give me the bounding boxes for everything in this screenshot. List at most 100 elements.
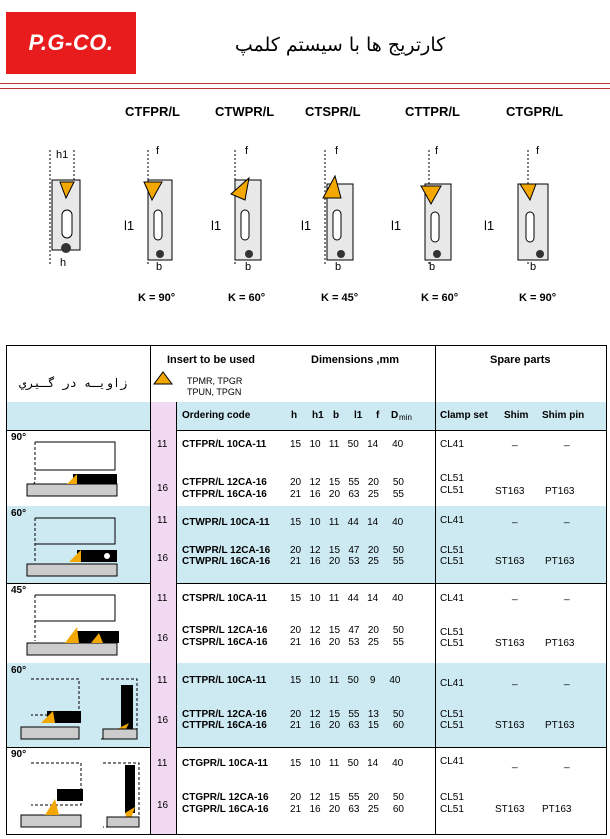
shim: _ [512, 675, 518, 686]
shim: ST163 [495, 720, 525, 731]
col-divider-1 [150, 346, 151, 834]
svg-text:l1: l1 [484, 218, 494, 233]
clamp-set: CL51 [440, 709, 464, 720]
ordering-code: CTGPR/L 10CA-11 [182, 758, 268, 769]
col-ordering-code: Ordering code [182, 410, 251, 421]
clamp-set: CL51 [440, 556, 464, 567]
dims: 20 12 15 55 20 50 [290, 477, 404, 488]
ordering-code: CTSPR/L 12CA-16 [182, 625, 268, 636]
clamp-set: CL51 [440, 804, 464, 815]
col-clamp-set: Clamp set [440, 410, 488, 421]
dims: 15 10 11 44 14 40 [290, 593, 404, 604]
shim: _ [512, 513, 518, 524]
holder-code-ctwpr: CTWPR/L [215, 104, 275, 119]
holder-angle-ctfpr: K = 90° [138, 292, 176, 304]
insert-header: Insert to be used [167, 354, 256, 366]
svg-text:f: f [245, 145, 249, 157]
dims: 21 16 20 63 15 60 [290, 720, 404, 731]
shim: ST163 [495, 638, 525, 649]
col-h1: h1 [312, 410, 324, 421]
size-16: 16 [157, 553, 169, 564]
ordering-code: CTWPR/L 10CA-11 [182, 517, 270, 528]
clamp-set: CL51 [440, 545, 464, 556]
holder-angle-ctgpr: K = 90° [519, 292, 557, 304]
size-11: 11 [157, 758, 168, 769]
col-l1: l1 [354, 410, 363, 421]
dims: 20 12 15 55 13 50 [290, 709, 404, 720]
clamp-set: CL51 [440, 792, 464, 803]
dims: 15 10 11 44 14 40 [290, 517, 404, 528]
clamp-set: CL51 [440, 627, 464, 638]
shim-pin: _ [564, 590, 570, 601]
holder-code-ctspr: CTSPR/L [305, 104, 361, 119]
size-16: 16 [157, 633, 169, 644]
angle-label: 90° [11, 749, 27, 760]
ordering-code: CTTPR/L 10CA-11 [182, 675, 267, 686]
machining-diagram-icon [20, 762, 140, 828]
svg-text:b: b [429, 261, 435, 270]
clamp-set: CL51 [440, 638, 464, 649]
col-shim: Shim [504, 410, 529, 421]
dims: 21 16 20 53 25 55 [290, 637, 404, 648]
angle-label: 45° [11, 585, 27, 596]
ordering-code: CTWPR/L 12CA-16 [182, 545, 271, 556]
size-16: 16 [157, 800, 169, 811]
holder-drawing-ctgpr: f l1 b [484, 145, 549, 270]
shim-pin: PT163 [545, 638, 575, 649]
size-11: 11 [157, 515, 168, 526]
shim: ST163 [495, 486, 525, 497]
clamp-set: CL41 [440, 678, 464, 689]
insert-types-2: TPUN, TPGN [187, 387, 242, 397]
svg-text:h: h [60, 257, 66, 269]
insert-triangle-icon [153, 371, 173, 385]
holder-angle-cttpr: K = 60° [421, 292, 459, 304]
col-d: D [391, 410, 399, 421]
shim-pin: PT163 [542, 804, 572, 815]
holder-angle-ctspr: K = 45° [321, 292, 359, 304]
dims: 15 10 11 50 9 40 [290, 675, 401, 686]
dims: 15 10 11 50 14 40 [290, 758, 404, 769]
col-divider-3 [435, 346, 436, 834]
holder-drawing-ctwpr: f l1 b [211, 145, 262, 270]
svg-text:f: f [435, 145, 439, 157]
clamp-set: CL51 [440, 473, 464, 484]
shim-pin: _ [564, 758, 570, 769]
angle-label: 60° [11, 665, 27, 676]
svg-text:f: f [536, 145, 540, 157]
holder-drawing-ctspr: f l1 b [301, 145, 354, 270]
machining-diagram-icon [26, 441, 118, 497]
shim: ST163 [495, 804, 525, 815]
shim-pin: _ [564, 436, 570, 447]
machining-diagram-icon [26, 517, 118, 577]
shim-pin: _ [564, 675, 570, 686]
ordering-code: CTTPR/L 12CA-16 [182, 709, 267, 720]
size-11: 11 [157, 675, 168, 686]
clamp-set: CL41 [440, 756, 464, 767]
machining-diagram-icon [20, 678, 138, 740]
holder-angle-ctwpr: K = 60° [228, 292, 266, 304]
page-title: کارتریج ها با سیستم کلمپ [234, 34, 446, 56]
shim-pin: PT163 [545, 556, 575, 567]
shim: ST163 [495, 556, 525, 567]
spec-table: زاويـه در گـيري Insert to be used TPMR, … [6, 345, 607, 835]
size-column [150, 402, 176, 834]
angle-label: 60° [11, 508, 27, 519]
col-h: h [291, 410, 298, 421]
holder-code-ctgpr: CTGPR/L [506, 104, 564, 119]
shim-pin: PT163 [545, 486, 575, 497]
ordering-code: CTGPR/L 16CA-16 [182, 804, 269, 815]
shim: _ [512, 590, 518, 601]
svg-text:b: b [245, 261, 251, 270]
svg-text:f: f [156, 145, 160, 157]
dims: 15 10 11 50 14 40 [290, 439, 404, 450]
clamp-set: CL41 [440, 439, 464, 450]
holder-drawing-ctfpr: h1 h [49, 149, 81, 269]
svg-text:l1: l1 [391, 218, 401, 233]
angle-label: 90° [11, 432, 27, 443]
ordering-code: CTSPR/L 10CA-11 [182, 593, 267, 604]
header-divider-2 [0, 88, 610, 89]
clamp-set: CL51 [440, 720, 464, 731]
svg-text:l1: l1 [124, 218, 134, 233]
spare-parts-header: Spare parts [490, 354, 551, 366]
insert-types-1: TPMR, TPGR [187, 376, 243, 386]
